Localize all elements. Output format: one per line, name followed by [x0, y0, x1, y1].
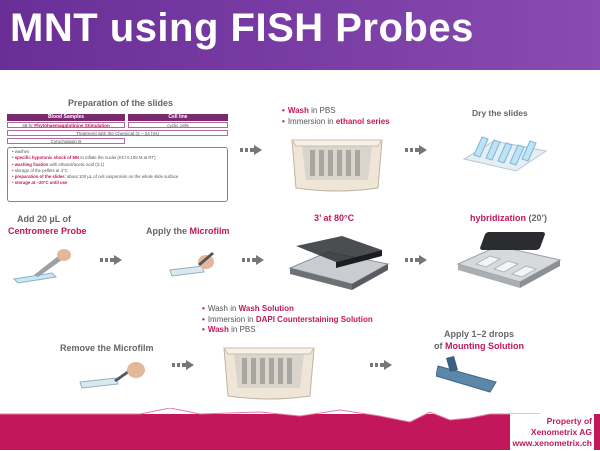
prep-step-3: washing fixation with ethanol/acetic aci…: [12, 162, 223, 168]
pipette-image: [12, 249, 71, 284]
stimulation-text: Phytohaemagglutinine Stimulation: [34, 123, 110, 128]
treatment-label: Treatment with the Chemical: [75, 131, 135, 136]
footer-line2: Xenometrix AG: [530, 427, 592, 437]
arrow-right-icon: [172, 360, 194, 370]
cell-line-header: Cell line: [128, 114, 228, 121]
prep-steps-list: washes specific hypotonic shock of MN to…: [7, 147, 228, 202]
slides-rack-image: [462, 136, 548, 172]
staining-jar-image: [223, 347, 315, 400]
remove-microfilm-label: Remove the Microfilm: [60, 343, 154, 353]
footer-wave: [0, 408, 600, 450]
prep-step-2: specific hypotonic shock of MN to inflat…: [12, 155, 223, 161]
apply-microfilm-label: Apply the Microfilm: [146, 226, 230, 236]
prep-step-4: storage of the pellets at 4°C: [12, 168, 223, 174]
heat-step-label: 3’ at 80°C: [314, 213, 355, 223]
add-probe-line2: Centromere Probe: [8, 226, 87, 236]
staining-jar-image: [291, 139, 383, 192]
title-bar: [0, 0, 600, 70]
arrow-right-icon: [405, 145, 427, 155]
wash-dapi-step: •Wash in Wash Solution •Immersion in DAP…: [202, 304, 373, 334]
arrow-right-icon: [370, 360, 392, 370]
heating-plate-image: [288, 236, 390, 290]
cytochalasin-row: Cytochalasin B: [7, 138, 125, 144]
hybridization-chamber-image: [456, 232, 562, 288]
stimulation-duration: 48-hr: [22, 123, 33, 128]
blood-samples-header: Blood Samples: [7, 114, 125, 121]
dry-slides-label: Dry the slides: [472, 108, 528, 118]
hybridization-label: hybridization (20’): [470, 213, 548, 223]
mount-line2: of Mounting Solution: [434, 341, 524, 351]
remove-microfilm-image: [79, 362, 145, 389]
arrow-right-icon: [240, 145, 262, 155]
footer-website-link[interactable]: www.xenometrix.ch: [512, 438, 592, 448]
footer-text: Property of Xenometrix AG www.xenometrix…: [510, 414, 594, 451]
footer-line1: Property of: [546, 416, 592, 426]
arrow-right-icon: [405, 255, 427, 265]
arrow-right-icon: [100, 255, 122, 265]
prep-step-1: washes: [12, 149, 223, 155]
blood-samples-cell: 48-hr Phytohaemagglutinine Stimulation: [7, 122, 125, 128]
microfilm-image: [169, 252, 214, 277]
wash-pbs-step: •Wash in PBS •Immersion in ethanol serie…: [282, 106, 390, 126]
prep-step-6: storage at −20°C until use: [12, 180, 223, 186]
cell-line-cell: cyclic cells: [128, 122, 228, 128]
prep-heading: Preparation of the slides: [68, 98, 174, 108]
arrow-right-icon: [242, 255, 264, 265]
mounting-slide-image: [436, 356, 497, 393]
treatment-duration: (3 – 24 hrs): [135, 131, 160, 136]
page-title: MNT using FISH Probes: [10, 6, 474, 50]
prep-step-5: preparation of the slides: about 100 µL …: [12, 174, 223, 180]
mount-line1: Apply 1–2 drops: [444, 329, 515, 339]
treatment-row: Treatment with the Chemical (3 – 24 hrs): [7, 130, 228, 136]
add-probe-line1: Add 20 µL of: [17, 214, 72, 224]
